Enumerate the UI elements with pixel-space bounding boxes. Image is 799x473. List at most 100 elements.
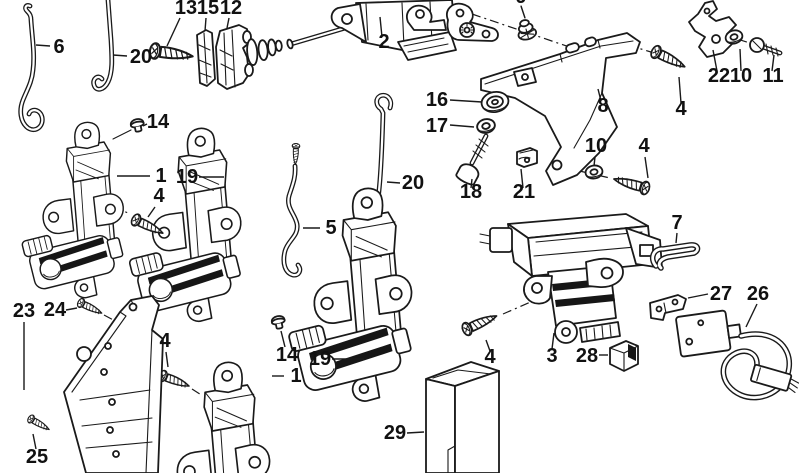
part-12-lock-cylinder-housing (215, 24, 254, 90)
part-11-screw (749, 37, 783, 57)
part-callout-12: 12 (220, 0, 242, 19)
callout-leader-22 (712, 49, 718, 72)
callout-leader-14 (142, 123, 148, 127)
callout-leader-4 (644, 156, 649, 179)
part-callout-13: 13 (175, 0, 197, 19)
callout-leader-3 (551, 332, 555, 350)
part-29-cover-box (425, 361, 500, 473)
part-callout-5: 5 (325, 217, 336, 239)
part-callout-15: 15 (197, 0, 219, 19)
part-1-actuator-left (20, 121, 127, 299)
callout-leader-13 (166, 17, 181, 47)
callout-leader-20 (112, 54, 128, 57)
small-screw (290, 142, 301, 166)
callout-leader-16 (449, 99, 483, 103)
connector-plug (750, 363, 799, 393)
part-18-bolt (455, 133, 489, 186)
callout-leader-9 (520, 5, 526, 19)
callout-leader-26 (745, 303, 758, 328)
part-17-washer (474, 116, 498, 136)
part-9-grommet (517, 19, 538, 41)
part-callout-2: 2 (378, 31, 389, 53)
part-13-screw (147, 41, 195, 66)
callout-leader-15 (204, 17, 207, 32)
part-callout-4: 4 (675, 98, 687, 120)
part-callout-27: 27 (710, 283, 732, 305)
part-10-washer-mid (583, 163, 605, 181)
part-callout-20: 20 (130, 46, 152, 68)
callout-leader-4 (485, 339, 491, 352)
part-callout-16: 16 (426, 89, 448, 111)
part-callout-7: 7 (671, 212, 682, 234)
part-callout-1: 1 (155, 165, 166, 187)
part-15-plate (196, 29, 216, 87)
part-callout-26: 26 (747, 283, 769, 305)
part-27-bracket (649, 294, 687, 321)
callout-leader-21 (520, 168, 524, 189)
part-callout-10: 10 (730, 65, 752, 87)
part-14-grommet-bottom (269, 313, 288, 331)
part-21-clip-nut (516, 147, 538, 168)
part-16-grommet (480, 90, 510, 114)
part-callout-4: 4 (159, 330, 171, 352)
part-callout-20: 20 (402, 172, 424, 194)
part-callout-29: 29 (384, 422, 406, 444)
callout-leader-4 (678, 76, 682, 104)
callout-leader-11 (771, 54, 775, 72)
part-20-lock-rod-left (91, 0, 115, 92)
part-3-central-locking-drive (479, 213, 663, 344)
part-callout-14: 14 (276, 344, 299, 366)
callout-leader-14 (280, 330, 286, 348)
callout-leader-4 (165, 351, 169, 368)
part-callout-28: 28 (576, 345, 598, 367)
part-2-lock-linkage (286, 0, 499, 61)
callout-leader-10 (739, 48, 742, 72)
part-callout-9: 9 (515, 0, 526, 8)
part-8-bracket (480, 32, 641, 186)
part-callout-23: 23 (13, 300, 35, 322)
part-22-bracket (688, 0, 737, 58)
part-24-screw (75, 296, 105, 319)
part-callout-21: 21 (513, 181, 535, 203)
part-25-screw (25, 413, 52, 435)
star-knob (459, 22, 475, 38)
callout-leaders (23, 5, 775, 450)
part-callout-19: 19 (309, 348, 331, 370)
part-7-clip (649, 242, 701, 271)
callout-leader-27 (687, 293, 709, 299)
part-callout-17: 17 (426, 115, 448, 137)
part-callout-8: 8 (597, 95, 608, 117)
part-callout-22: 22 (708, 65, 730, 87)
callout-leader-29 (406, 431, 425, 434)
part-callout-3: 3 (546, 345, 557, 367)
part-4-screw-center (459, 309, 501, 338)
part-23-mounting-bracket (63, 295, 164, 473)
callout-leader-10 (593, 156, 596, 167)
part-callout-19: 19 (176, 166, 198, 188)
part-6-lock-rod (18, 3, 45, 133)
callout-leader-18 (470, 178, 473, 189)
callout-leader-25 (32, 433, 37, 450)
part-4-screw-mid (611, 171, 652, 197)
part-callout-4: 4 (638, 135, 650, 157)
callout-leader-7 (675, 232, 678, 244)
part-callout-4: 4 (153, 185, 165, 207)
part-28-clip (609, 340, 639, 372)
part-callout-14: 14 (147, 111, 170, 133)
part-callout-24: 24 (44, 299, 67, 321)
part-callout-25: 25 (26, 446, 48, 468)
part-19-actuator-middle (287, 187, 417, 402)
callout-labels: 1315129620222101184161718211041411945207… (13, 0, 784, 468)
callout-leader-17 (449, 124, 475, 128)
callout-leader-12 (226, 17, 230, 29)
part-callout-1: 1 (290, 365, 301, 387)
part-26-switch (675, 309, 799, 401)
callout-leader-24 (65, 307, 78, 311)
part-4-screw-top (648, 43, 689, 74)
part-callout-18: 18 (460, 181, 482, 203)
part-5-lock-rod (281, 163, 303, 278)
part-callout-4: 4 (484, 346, 496, 368)
spring-washer-stack (246, 38, 283, 66)
callout-leader-2 (379, 16, 383, 38)
